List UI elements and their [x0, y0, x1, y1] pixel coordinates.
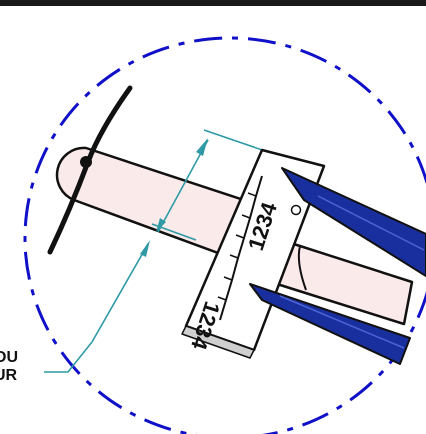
measurement-probes — [249, 167, 426, 365]
gauge-screw — [290, 204, 302, 216]
callout-label-line2: UR — [0, 367, 18, 384]
top-rule — [0, 0, 426, 6]
probe-upper — [281, 167, 426, 277]
detail-view-circle — [23, 36, 426, 434]
probe-lower — [249, 283, 411, 365]
pivot-point — [80, 156, 92, 168]
dimension-arrow-upper — [196, 138, 208, 156]
dimension-arrow-lower — [156, 218, 166, 232]
dimension-arrow-leader — [140, 240, 150, 257]
scale-gauge: 1234 1234 — [181, 148, 326, 359]
callout-label-line1: OU — [0, 349, 18, 366]
